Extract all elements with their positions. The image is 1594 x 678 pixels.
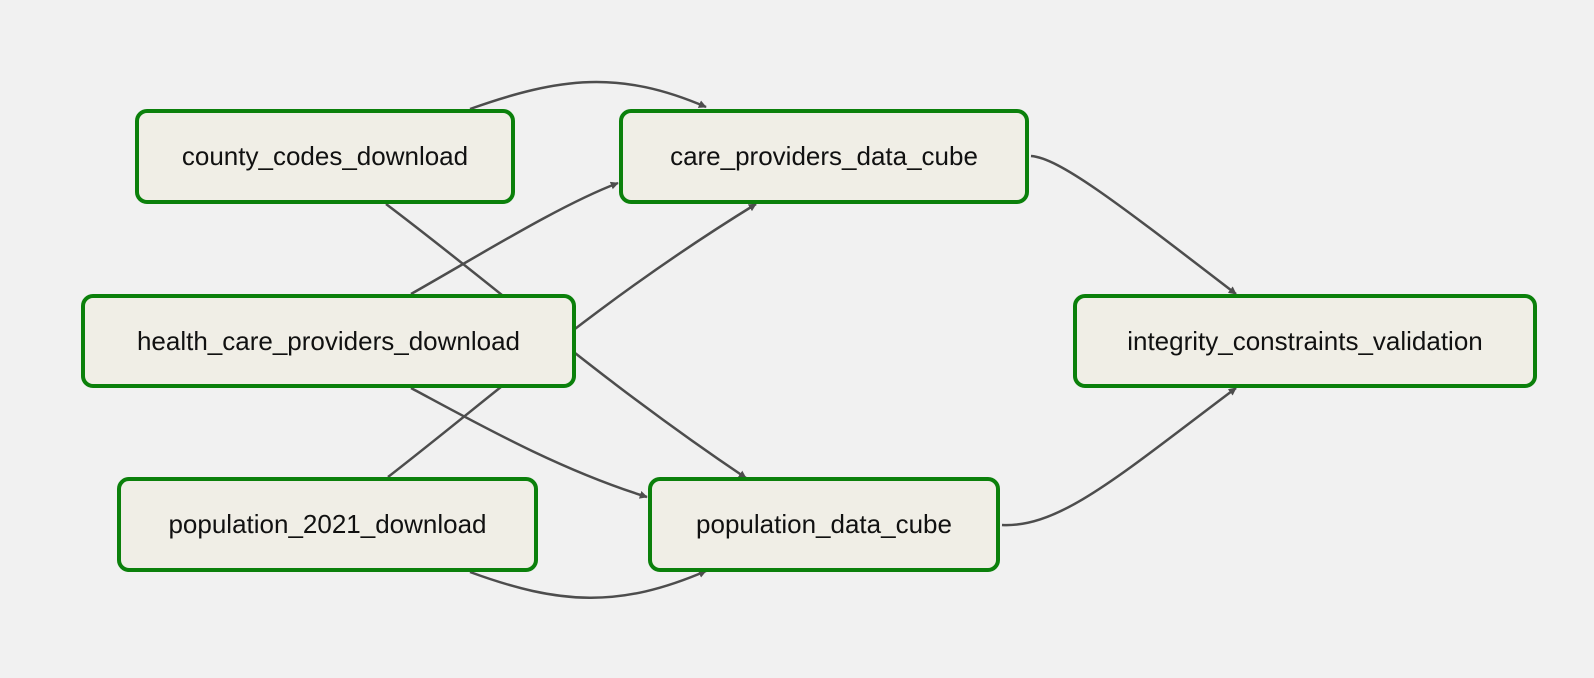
node-label: population_2021_download [168, 509, 487, 539]
node-health-care-providers-download[interactable]: health_care_providers_download [81, 294, 576, 388]
edge-health-care-to-population-cube [410, 386, 648, 499]
edge-population-cube-to-integrity-validation [1001, 387, 1237, 527]
node-integrity-constraints-validation[interactable]: integrity_constraints_validation [1073, 294, 1537, 388]
node-label: county_codes_download [181, 141, 469, 171]
node-county-codes-download[interactable]: county_codes_download [135, 109, 515, 204]
edge-care-providers-cube-to-integrity-validation [1030, 154, 1237, 295]
edge-population-2021-to-population-cube [469, 569, 707, 599]
node-care-providers-data-cube[interactable]: care_providers_data_cube [619, 109, 1029, 204]
node-label: population_data_cube [696, 509, 952, 539]
node-population-2021-download[interactable]: population_2021_download [117, 477, 538, 572]
node-label: care_providers_data_cube [670, 141, 978, 171]
node-population-data-cube[interactable]: population_data_cube [648, 477, 1000, 572]
edge-health-care-to-care-providers-cube [410, 181, 619, 296]
node-label: health_care_providers_download [136, 325, 521, 356]
node-label: integrity_constraints_validation [1127, 325, 1483, 356]
edge-county-codes-to-care-providers-cube [469, 80, 707, 111]
